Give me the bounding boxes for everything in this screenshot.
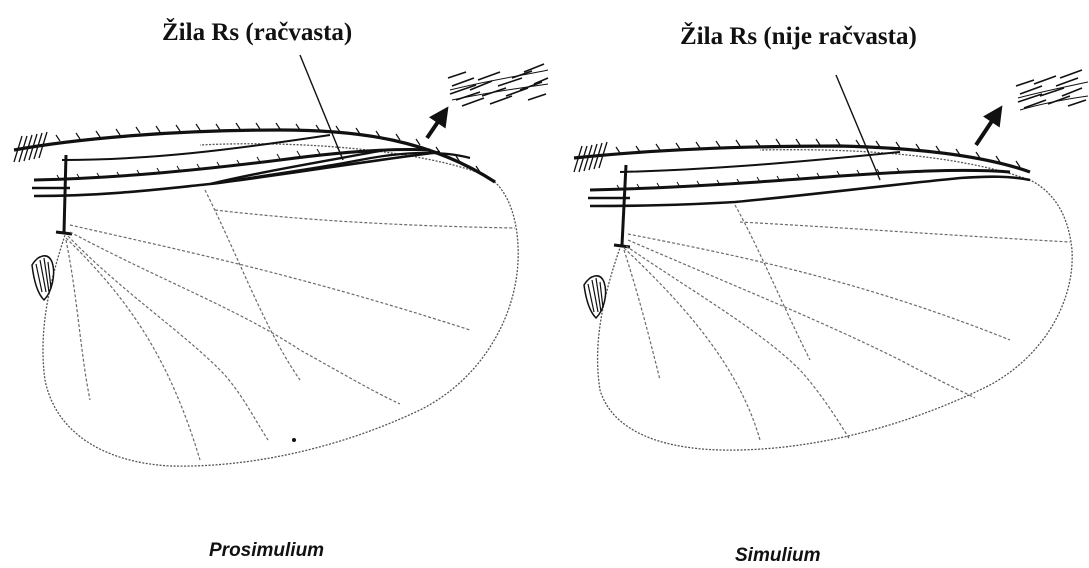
cubital-vein-1-left bbox=[70, 232, 400, 404]
alula-hatch-right bbox=[588, 278, 603, 312]
medial-vein-1-left bbox=[205, 190, 300, 380]
medial-vein-3-right bbox=[628, 234, 1010, 340]
callout-line-right bbox=[836, 75, 880, 180]
detail-arrow-left bbox=[427, 113, 444, 138]
rs-vein-forked-callout: Žila Rs (račvasta) bbox=[162, 20, 352, 45]
anal-vein-right bbox=[624, 250, 660, 380]
hair-detail-right bbox=[1016, 70, 1088, 110]
hair-detail-left bbox=[448, 64, 548, 106]
cubital-vein-3-left bbox=[66, 238, 200, 460]
alula-hatch-left bbox=[36, 258, 51, 292]
prosimulium-wing bbox=[14, 55, 548, 466]
medial-vein-3-left bbox=[70, 225, 470, 330]
rs-vein-right bbox=[590, 177, 1030, 206]
medial-vein-1-right bbox=[735, 205, 810, 360]
genus-label-prosimulium: Prosimulium bbox=[209, 541, 324, 560]
costa-hairs-right bbox=[616, 139, 1020, 167]
rs-vein-unforked-callout: Žila Rs (nije račvasta) bbox=[680, 24, 917, 49]
medial-vein-2-right bbox=[740, 222, 1070, 242]
genus-label-simulium: Simulium bbox=[735, 546, 821, 565]
stem-vein-right bbox=[622, 165, 626, 245]
simulium-wing bbox=[574, 70, 1088, 450]
radius-r1-left bbox=[34, 149, 430, 180]
callout-line-left bbox=[300, 55, 343, 160]
subcosta-vein-right bbox=[620, 152, 900, 172]
anal-vein-left bbox=[66, 240, 90, 400]
detail-arrow-right bbox=[976, 112, 998, 145]
medial-vein-2-left bbox=[215, 210, 515, 228]
cubital-vein-3-right bbox=[624, 248, 760, 440]
speck-left bbox=[292, 438, 296, 442]
wing-outline-right bbox=[598, 150, 1073, 450]
cubital-vein-2-left bbox=[68, 236, 268, 440]
cubital-vein-2-right bbox=[626, 246, 850, 440]
stem-vein-left bbox=[64, 155, 66, 232]
cubital-vein-1-right bbox=[628, 240, 975, 398]
stem-base-left bbox=[56, 232, 72, 234]
